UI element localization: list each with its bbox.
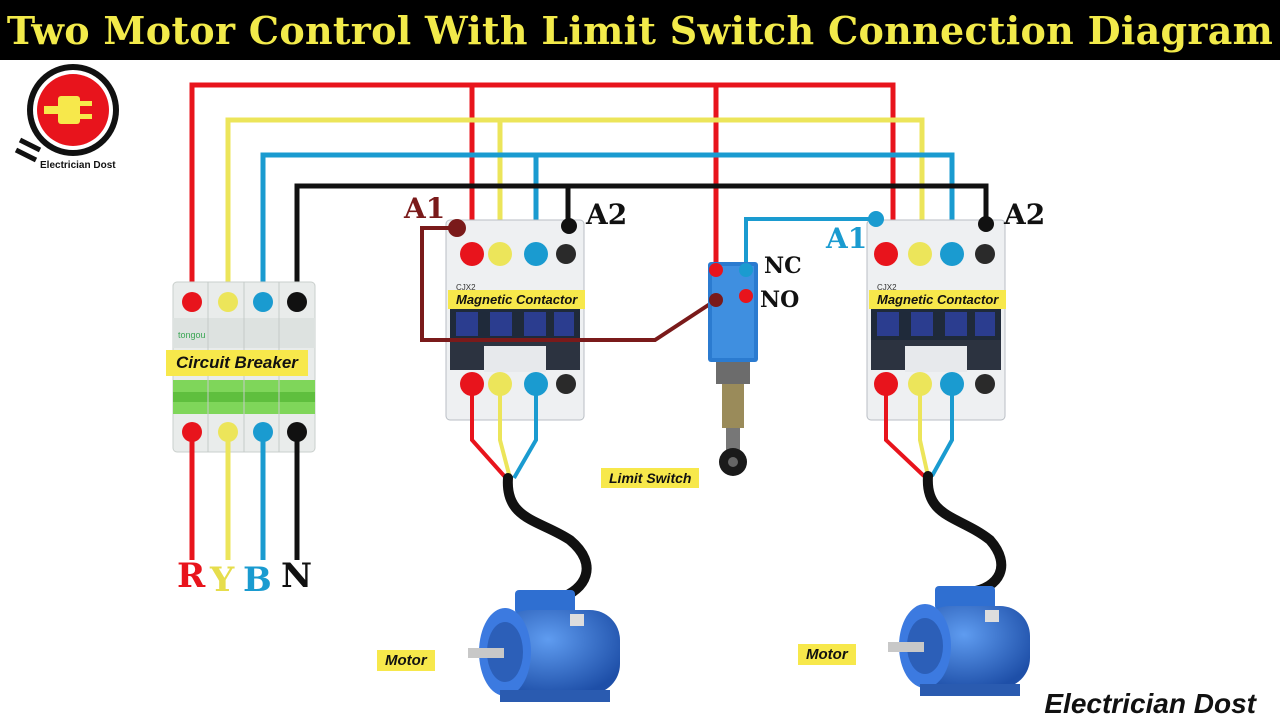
breaker-brand: tongou	[178, 330, 206, 340]
neutral-label: N	[281, 556, 313, 596]
contactor-left-label: Magnetic Contactor	[448, 290, 586, 309]
svg-text:CJX2: CJX2	[456, 283, 476, 292]
logo-icon	[14, 64, 119, 163]
svg-text:CJX2: CJX2	[877, 283, 897, 292]
wire-b	[260, 152, 955, 300]
breaker-output-wires	[189, 432, 300, 560]
wire-r	[189, 82, 896, 300]
contactor-right-label: Magnetic Contactor	[869, 290, 1007, 309]
nc-label: NC	[764, 253, 802, 279]
limit-switch	[708, 262, 758, 476]
phase-y-label: Y	[210, 560, 235, 600]
a1-left-label: A1	[404, 192, 446, 225]
title-bar: Two Motor Control With Limit Switch Conn…	[0, 0, 1280, 60]
no-label: NO	[760, 287, 800, 313]
limit-switch-label: Limit Switch	[601, 468, 700, 488]
wire-a1-left	[420, 226, 718, 342]
wire-n	[294, 183, 989, 300]
page-title: Two Motor Control With Limit Switch Conn…	[6, 8, 1274, 53]
motor-cables	[502, 471, 1007, 603]
phase-r-label: R	[177, 556, 206, 596]
control-wires	[420, 217, 876, 342]
wire-a1-right	[744, 217, 876, 270]
motor-right	[888, 586, 1030, 696]
a1-right-label: A1	[826, 222, 868, 255]
contactor-left: CJX2	[445, 218, 585, 421]
a2-right-label: A2	[1004, 198, 1046, 231]
a2-left-label: A2	[586, 198, 628, 231]
motor-leads	[470, 384, 954, 480]
phase-b-label: B	[243, 560, 272, 600]
logo-text: Electrician Dost	[40, 160, 116, 171]
motor-right-label: Motor	[798, 644, 856, 665]
motor-left	[468, 590, 620, 702]
watermark: Electrician Dost	[1044, 688, 1256, 719]
breaker-label: Circuit Breaker	[166, 350, 308, 376]
motor-left-label: Motor	[377, 650, 435, 671]
